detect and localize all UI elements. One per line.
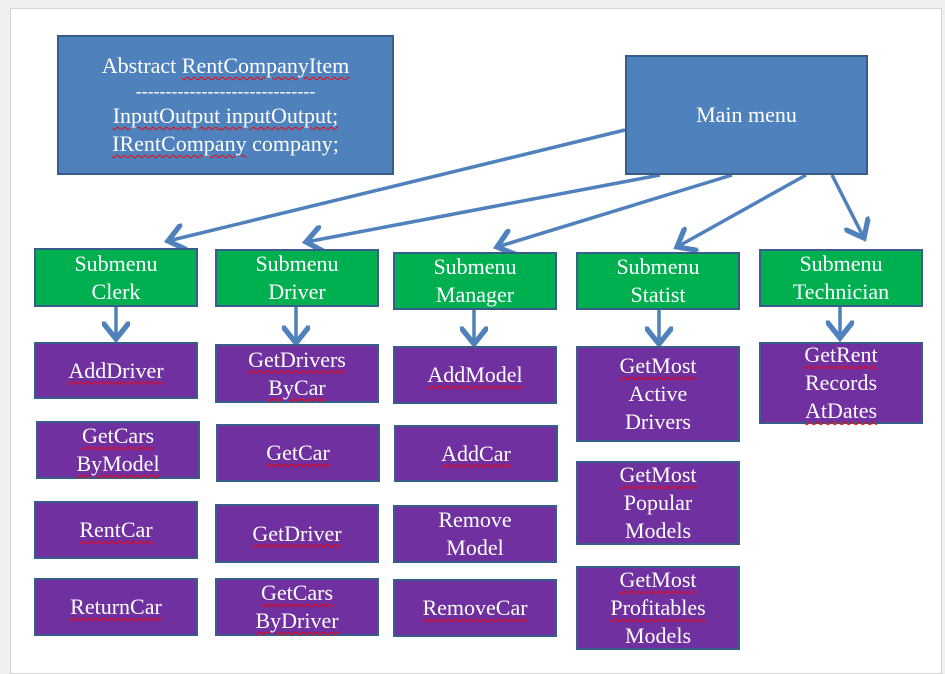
submenu-label: Submenu (255, 251, 339, 276)
cmd-remove-model: Remove Model (393, 505, 557, 563)
abstract-line-4: IRentCompany company; (112, 130, 339, 158)
cmd-addmodel: AddModel (393, 346, 557, 404)
cmd-label: AtDates (804, 398, 878, 423)
submenu-label: Submenu (799, 251, 883, 276)
cmd-label: Records (804, 370, 878, 395)
cmd-label: GetMost (619, 353, 697, 378)
cmd-label: Profitables (610, 595, 706, 620)
submenu-role: Driver (268, 279, 326, 304)
cmd-removecar: RemoveCar (393, 579, 557, 637)
abstract-line-1: Abstract RentCompanyItem (102, 52, 349, 80)
cmd-label: Active (628, 381, 688, 406)
submenu-driver: Submenu Driver (215, 249, 379, 307)
abstract-rentcompanyitem-box: Abstract RentCompanyItem ---------------… (57, 35, 394, 175)
class-name: RentCompanyItem (181, 53, 350, 78)
submenu-role: Technician (792, 279, 890, 304)
cmd-getcars-bydriver: GetCars ByDriver (215, 578, 379, 636)
submenu-role: Manager (435, 282, 515, 307)
cmd-label: GetMost (619, 567, 697, 592)
cmd-label: GetRent (804, 342, 878, 367)
cmd-getcars-bymodel: GetCars ByModel (36, 421, 200, 479)
submenu-technician: Submenu Technician (759, 249, 923, 307)
cmd-label: ByDriver (255, 608, 339, 633)
cmd-label: RentCar (79, 517, 153, 542)
cmd-label: GetDriver (252, 520, 342, 546)
cmd-label: GetCar (266, 440, 330, 465)
submenu-label: Submenu (433, 254, 517, 279)
main-menu-box: Main menu (625, 55, 868, 175)
field-name-inputoutput: inputOutput; (220, 103, 339, 128)
cmd-label: GetCars (81, 423, 155, 448)
cmd-getdriver: GetDriver (215, 504, 379, 563)
cmd-label: Remove (438, 507, 512, 532)
cmd-returncar: ReturnCar (34, 578, 198, 636)
cmd-label: ByModel (76, 451, 160, 476)
cmd-label: Popular (623, 490, 693, 515)
abstract-keyword: Abstract (101, 53, 182, 78)
submenu-label: Submenu (74, 250, 158, 276)
submenu-label: Submenu (616, 254, 700, 279)
cmd-label: AddDriver (68, 357, 164, 383)
cmd-label: GetCars (260, 580, 334, 605)
submenu-manager: Submenu Manager (393, 252, 557, 310)
cmd-label: AddCar (441, 440, 511, 466)
cmd-getdrivers-bycar: GetDrivers ByCar (215, 344, 379, 403)
cmd-label: Model (446, 535, 504, 560)
cmd-getmost-popular-models: GetMost Popular Models (576, 461, 740, 545)
field-name-company: company; (246, 131, 339, 156)
main-menu-label: Main menu (696, 102, 797, 127)
submenu-clerk: Submenu Clerk (34, 248, 198, 307)
cmd-label: Drivers (625, 409, 691, 434)
cmd-label: GetMost (619, 462, 697, 487)
abstract-line-3: InputOutput inputOutput; (113, 102, 339, 130)
cmd-getrent-records-atdates: GetRent Records AtDates (759, 342, 923, 424)
cmd-getmost-profitables-models: GetMost Profitables Models (576, 566, 740, 650)
submenu-role: Clerk (91, 278, 141, 304)
cmd-adddriver: AddDriver (34, 342, 198, 399)
separator-line: ------------------------------ (135, 81, 316, 101)
cmd-label: RemoveCar (422, 595, 528, 620)
cmd-label: ByCar (268, 374, 326, 400)
submenu-statist: Submenu Statist (576, 252, 740, 310)
field-type-inputoutput: InputOutput (112, 103, 221, 128)
cmd-addcar: AddCar (394, 425, 558, 482)
cmd-label: GetDrivers (248, 346, 346, 372)
cmd-getmost-active-drivers: GetMost Active Drivers (576, 346, 740, 442)
field-type-irentcompany: IRentCompany (112, 131, 247, 156)
submenu-role: Statist (630, 282, 686, 307)
cmd-label: ReturnCar (70, 594, 162, 619)
cmd-rentcar: RentCar (34, 501, 198, 559)
cmd-label: AddModel (427, 362, 523, 387)
cmd-getcar: GetCar (216, 424, 380, 482)
cmd-label: Models (625, 623, 691, 648)
cmd-label: Models (625, 518, 691, 543)
